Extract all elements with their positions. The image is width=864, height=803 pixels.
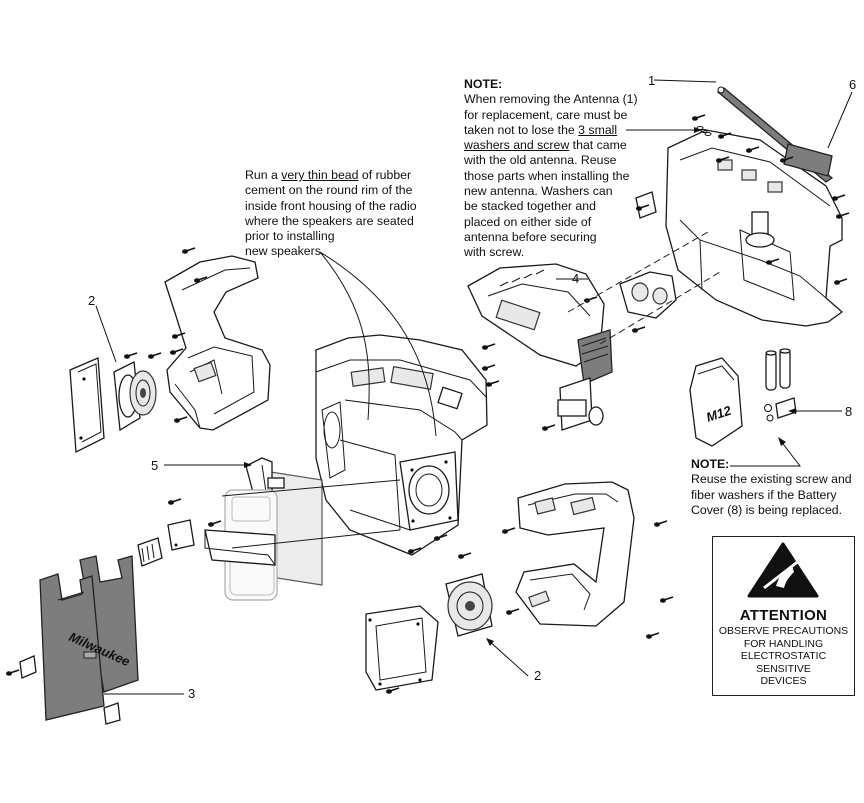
rear-side-housing — [164, 255, 271, 431]
battery-compartment-bracket — [619, 271, 677, 319]
rubber-cement-note: Run a very thin bead of rubber cement on… — [245, 168, 417, 259]
battery-cover-note: NOTE: Reuse the existing screw and fiber… — [691, 457, 852, 517]
antenna-washers — [696, 126, 712, 136]
callout-5: 5 — [151, 458, 158, 473]
attention-body: OBSERVE PRECAUTIONS FOR HANDLING ELECTRO… — [718, 625, 849, 687]
left-speaker-grille — [69, 357, 105, 454]
battery-cells — [765, 348, 791, 391]
esd-attention-box: ATTENTION OBSERVE PRECAUTIONS FOR HANDLI… — [712, 536, 855, 696]
control-pcb-assembly — [467, 263, 613, 431]
callout-1: 1 — [648, 73, 655, 88]
esd-warning-icon — [747, 542, 819, 598]
right-side-housing — [515, 481, 635, 627]
callout-8: 8 — [845, 404, 852, 419]
cover-latch-left — [19, 655, 37, 679]
bottom-speaker-grille — [365, 605, 439, 691]
bottom-speaker — [445, 573, 493, 637]
callout-6: 6 — [849, 77, 856, 92]
attention-heading: ATTENTION — [739, 607, 828, 624]
back-cover-rear-panel — [79, 555, 139, 693]
back-cover-front-panel — [39, 573, 105, 721]
battery-pack: M12 — [689, 357, 743, 447]
left-speaker — [113, 360, 157, 432]
antenna-bracket — [635, 191, 657, 219]
label-plate — [783, 143, 833, 177]
terminal-block — [137, 519, 195, 567]
assembly-guide-lines — [221, 231, 721, 549]
rear-chassis-housing — [665, 129, 844, 327]
callout-4: 4 — [572, 271, 579, 286]
main-front-housing — [315, 334, 488, 556]
callout-leaders — [95, 79, 853, 695]
cover-latch-right — [103, 702, 121, 725]
battery-cover-clip — [764, 397, 797, 422]
antenna-note: NOTE: When removing the Antenna (1) for … — [464, 77, 638, 260]
callout-3: 3 — [188, 686, 195, 701]
callout-2-left: 2 — [88, 293, 95, 308]
callout-2-bottom: 2 — [534, 668, 541, 683]
